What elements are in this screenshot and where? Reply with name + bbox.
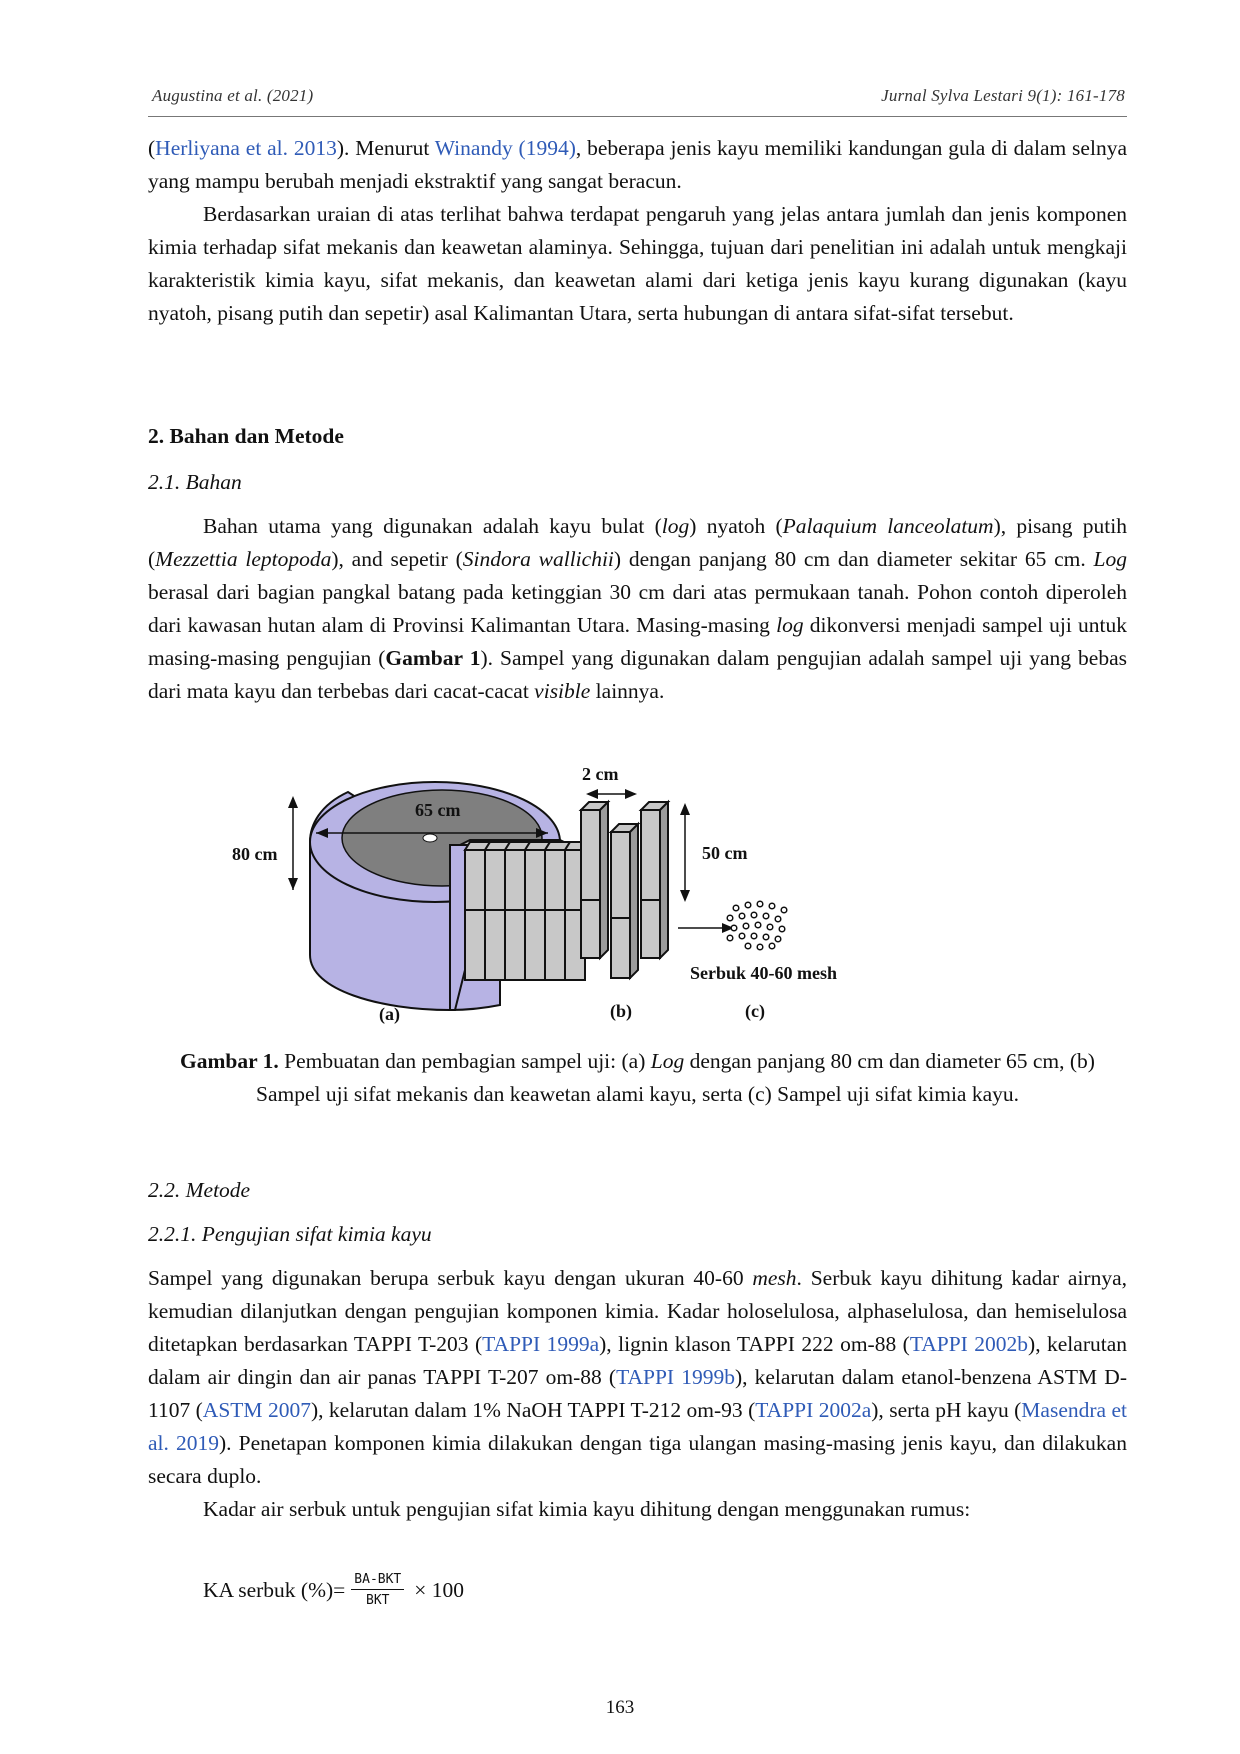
moisture-content-formula: KA serbuk (%)= BA-BKT BKT × 100 — [203, 1572, 464, 1608]
citation-astm-2007[interactable]: ASTM 2007 — [202, 1398, 311, 1422]
label-a: (a) — [379, 1004, 400, 1025]
sawdust-particles — [726, 900, 788, 951]
formula-numerator: BA-BKT — [351, 1572, 405, 1590]
formula-lhs: KA serbuk (%)= — [203, 1577, 346, 1602]
section-heading-bahan-metode: 2. Bahan dan Metode — [148, 424, 344, 448]
citation-herliyana[interactable]: Herliyana et al. 2013 — [155, 136, 337, 160]
figure-1-drawing: 65 cm 80 cm 2 cm 50 cm — [232, 764, 837, 1025]
label-c: (c) — [745, 1001, 765, 1022]
citation-tappi-2002a[interactable]: TAPPI 2002a — [755, 1398, 872, 1422]
citation-masendra[interactable]: Masendra et al. 2019 — [148, 1398, 1128, 1455]
citation-tappi-2002b[interactable]: TAPPI 2002b — [909, 1332, 1029, 1356]
citation-winandy[interactable]: Winandy (1994) — [434, 136, 576, 160]
subsection-heading-metode: 2.2. Metode — [148, 1178, 251, 1202]
label-65cm: 65 cm — [415, 800, 460, 820]
metode-text: Sampel yang digunakan berupa serbuk kayu… — [148, 1262, 1127, 1526]
running-header-authors: Augustina et al. (2021) — [152, 86, 314, 105]
metode-paragraph: Sampel yang digunakan berupa serbuk kayu… — [148, 1266, 1128, 1488]
header-rule — [148, 116, 1127, 117]
label-b: (b) — [610, 1001, 632, 1022]
label-50cm: 50 cm — [702, 843, 747, 863]
formula-fraction: BA-BKT BKT — [351, 1572, 405, 1608]
running-header-journal: Jurnal Sylva Lestari 9(1): 161-178 — [881, 86, 1125, 105]
citation-tappi-1999b[interactable]: TAPPI 1999b — [616, 1365, 735, 1389]
intro-paragraph-2: Berdasarkan uraian di atas terlihat bahw… — [148, 202, 1127, 325]
subsubsection-heading-kimia: 2.2.1. Pengujian sifat kimia kayu — [148, 1222, 432, 1246]
log-pith — [422, 833, 438, 843]
log-drawing: 65 cm 80 cm — [232, 781, 592, 1012]
citation-tappi-1999a[interactable]: TAPPI 1999a — [482, 1332, 600, 1356]
label-80cm: 80 cm — [232, 844, 277, 864]
formula-rhs: × 100 — [414, 1577, 465, 1602]
sample-blocks — [578, 789, 734, 981]
formula-denominator: BKT — [366, 1593, 390, 1608]
subsection-heading-bahan: 2.1. Bahan — [148, 470, 242, 494]
page-number: 163 — [605, 1697, 635, 1718]
log-blocks — [459, 839, 592, 981]
label-serbuk: Serbuk 40-60 mesh — [690, 963, 837, 983]
bahan-text: Bahan utama yang digunakan adalah kayu b… — [148, 510, 1127, 708]
intro-text: (Herliyana et al. 2013). Menurut Winandy… — [148, 132, 1127, 330]
intro-paragraph-1: (Herliyana et al. 2013). Menurut Winandy… — [148, 136, 1127, 193]
figure-1: 65 cm 80 cm 2 cm 50 cm — [150, 760, 1130, 1050]
figure-1-caption: Gambar 1. Pembuatan dan pembagian sampel… — [180, 1049, 1095, 1106]
label-2cm: 2 cm — [582, 764, 618, 784]
bahan-paragraph: Bahan utama yang digunakan adalah kayu b… — [148, 514, 1128, 703]
kadar-air-paragraph: Kadar air serbuk untuk pengujian sifat k… — [203, 1497, 971, 1521]
